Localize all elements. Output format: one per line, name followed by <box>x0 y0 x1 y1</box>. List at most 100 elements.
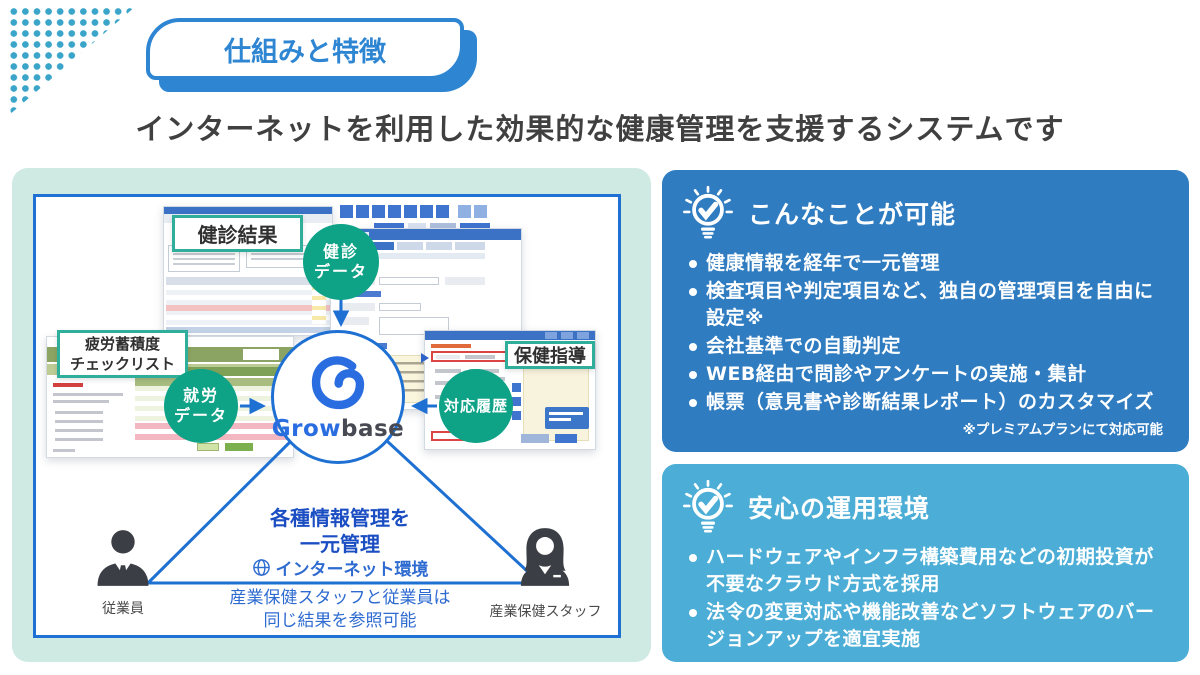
taiou-rireki-circle: 対応履歴 <box>439 369 513 443</box>
globe-icon <box>252 559 270 576</box>
lightbulb-check-icon <box>683 479 733 533</box>
capabilities-bullet-list: 健康情報を経年で一元管理 検査項目や判定項目など、独自の管理項目を自由に設定※ … <box>662 250 1189 416</box>
mock-alert-text <box>53 383 83 387</box>
bullet-item: WEB経由で問診やアンケートの実施・集計 <box>688 361 1171 388</box>
mock-tab <box>397 242 423 250</box>
mock-text-line <box>53 400 109 403</box>
mock-input <box>379 303 421 311</box>
staff-avatar-icon <box>520 528 570 586</box>
mock-toolbar-buttons <box>340 205 452 218</box>
mock-chip <box>436 355 460 359</box>
mock-field-label <box>339 303 375 311</box>
share-note-line2: 同じ結果を参照可能 <box>263 611 417 631</box>
mock-tab-strip <box>335 253 485 259</box>
internet-row: インターネット環境 <box>225 555 455 580</box>
bullet-item: 法令の変更対応や機能改善などソフトウェアのバージョンアップを適宜実施 <box>688 599 1171 653</box>
mock-radio-list <box>55 411 103 445</box>
hoken-shidou-label-text: 保健指導 <box>514 346 586 367</box>
employee-avatar-icon <box>97 530 149 586</box>
hirou-label-line1: 疲労蓄積度 <box>84 334 160 353</box>
operation-title: 安心の運用環境 <box>748 494 931 523</box>
mock-icon-button <box>512 411 521 420</box>
growbase-logo-icon <box>311 356 365 410</box>
center-caption: 各種情報管理を 一元管理 <box>240 505 440 557</box>
mock-title-bar <box>331 229 521 240</box>
capabilities-panel: こんなことが可能 健康情報を経年で一元管理 検査項目や判定項目など、独自の管理項… <box>662 170 1189 452</box>
hoken-shidou-label: 保健指導 <box>505 341 595 369</box>
lightbulb-check-icon <box>683 185 733 239</box>
growbase-wordmark: Growbase <box>272 416 405 442</box>
staff-label: 産業保健スタッフ <box>489 604 602 620</box>
taiou-rireki-text: 対応履歴 <box>443 396 508 415</box>
operation-panel: 安心の運用環境 ハードウェアやインフラ構築費用などの初期投資が不要なクラウド方式… <box>662 464 1189 662</box>
section-badge: 仕組みと特徴 <box>146 18 464 80</box>
kenshin-kekka-label-text: 健診結果 <box>197 223 278 247</box>
center-caption-line2: 一元管理 <box>300 532 380 556</box>
kenshin-data-circle: 健診 データ <box>303 224 379 300</box>
mock-tab <box>455 242 485 250</box>
mock-textarea <box>379 317 449 335</box>
section-badge-label: 仕組みと特徴 <box>224 36 386 68</box>
mock-tooltip-box <box>545 407 589 429</box>
kenshin-toolbar-screenshot <box>334 204 516 234</box>
mock-field-label <box>445 277 485 285</box>
mock-toolbar-chip <box>374 223 404 230</box>
mock-header-chip <box>243 349 279 360</box>
mock-text-line <box>53 449 75 452</box>
mock-text-line <box>435 369 461 373</box>
mock-toolbar-chip <box>460 223 490 230</box>
shurou-data-line1: 就労 <box>182 386 219 405</box>
bullet-item: 帳票（意見書や診断結果レポート）のカスタマイズ <box>688 389 1171 416</box>
mock-alert-text <box>431 344 471 348</box>
mock-icon-button <box>512 383 521 392</box>
premium-plan-footnote: ※プレミアムプランにて対応可能 <box>962 422 1163 438</box>
mock-button-light <box>197 443 219 451</box>
mock-field-label <box>339 317 369 325</box>
bullet-item: 検査項目や判定項目など、独自の管理項目を自由に設定※ <box>688 278 1171 332</box>
mock-text-line <box>435 381 455 385</box>
mock-input <box>379 277 439 285</box>
mock-chip <box>465 355 495 359</box>
mock-button <box>555 434 577 443</box>
mock-tooltip-line <box>549 412 583 415</box>
hirou-checklist-label: 疲労蓄積度 チェックリスト <box>57 330 188 378</box>
growbase-wordmark-base: base <box>341 416 405 442</box>
mock-button-green <box>225 443 253 451</box>
shurou-data-circle: 就労 データ <box>164 369 238 443</box>
capabilities-title: こんなことが可能 <box>748 200 957 229</box>
bullet-item: ハードウェアやインフラ構築費用などの初期投資が不要なクラウド方式を採用 <box>688 544 1171 598</box>
hirou-label-line2: チェックリスト <box>69 355 175 373</box>
flow-arrows <box>146 298 542 585</box>
mock-header-buttons <box>545 332 589 339</box>
kenshin-kekka-label: 健診結果 <box>172 215 303 252</box>
employee-label: 従業員 <box>102 601 144 617</box>
kenshin-data-line1: 健診 <box>322 242 359 261</box>
page-subtitle: インターネットを利用した効果的な健康管理を支援するシステムです <box>135 112 1065 146</box>
share-note: 産業保健スタッフと従業員は 同じ結果を参照可能 <box>210 587 470 633</box>
capabilities-title-row: こんなことが可能 <box>662 170 1189 242</box>
bullet-item: 会社基準での自動判定 <box>688 333 1171 360</box>
mock-toolbar-buttons-light <box>458 205 487 218</box>
mock-highlighted-row <box>166 305 330 311</box>
dot-pattern-decoration <box>8 6 136 116</box>
mock-tab-active <box>364 242 394 250</box>
mock-pointer-arrow <box>421 353 429 363</box>
mock-table-header <box>166 277 330 285</box>
shurou-data-line2: データ <box>173 406 228 425</box>
mock-toolbar-chip <box>408 223 426 230</box>
internet-label: インターネット環境 <box>275 560 429 580</box>
operation-title-row: 安心の運用環境 <box>662 464 1189 536</box>
center-caption-line1: 各種情報管理を <box>270 506 410 530</box>
mock-footer-bar <box>166 327 330 333</box>
mock-icon-button <box>512 397 521 406</box>
mock-toolbar-chip <box>430 223 456 230</box>
bullet-item: 健康情報を経年で一元管理 <box>688 250 1171 277</box>
mock-tooltip-line <box>549 418 571 421</box>
mock-text-line <box>53 393 123 396</box>
kenshin-data-line2: データ <box>313 262 368 281</box>
mock-title-bar <box>164 207 332 214</box>
mock-title-bar <box>425 331 595 340</box>
operation-bullet-list: ハードウェアやインフラ構築費用などの初期投資が不要なクラウド方式を採用 法令の変… <box>662 544 1189 653</box>
share-note-line1: 産業保健スタッフと従業員は <box>229 588 451 608</box>
